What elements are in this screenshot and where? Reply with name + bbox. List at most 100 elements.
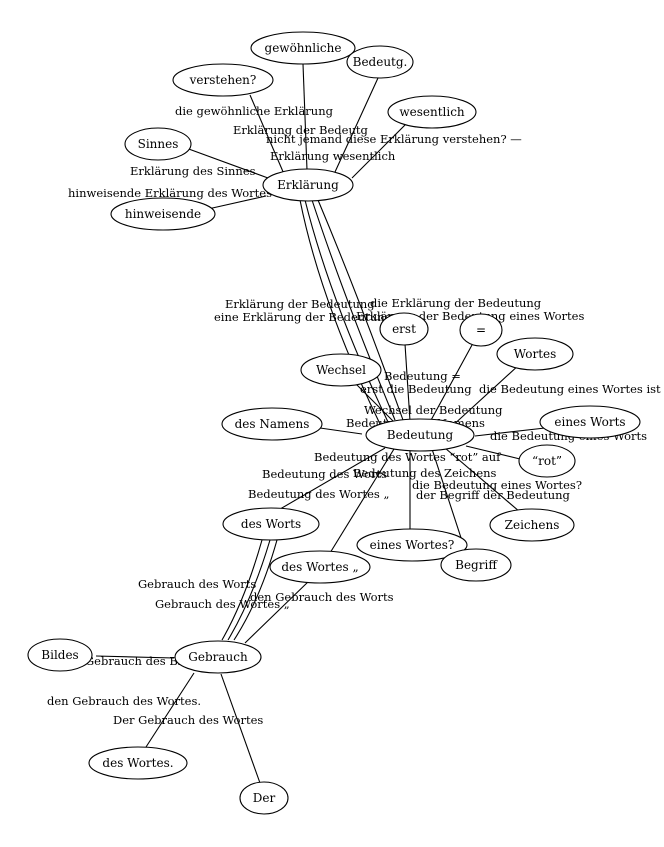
svg-text:Sinnes: Sinnes	[138, 137, 179, 151]
edge-gleich-bedeutung	[429, 344, 473, 423]
edge-sinnes-erklaerung	[185, 147, 269, 179]
svg-text:Wortes: Wortes	[514, 347, 557, 361]
node-bedeutg: Bedeutg.	[346, 45, 414, 79]
node-sinnes: Sinnes	[124, 127, 192, 161]
svg-text:des Namens: des Namens	[235, 417, 310, 431]
node-wortes: Wortes	[496, 337, 574, 371]
node-des-worts: des Worts	[222, 507, 320, 541]
edge-bildes-gebrauch	[95, 655, 175, 659]
node-bildes: Bildes	[27, 638, 93, 672]
svg-text:hinweisende: hinweisende	[125, 207, 201, 221]
edge-label: Bedeutung des Wortes „	[248, 487, 389, 501]
nodes: gewöhnliche Bedeutg. verstehen? wesentli…	[27, 31, 641, 815]
node-hinweisende: hinweisende	[110, 197, 216, 231]
edge-labels: die gewöhnliche Erklärung Erklärung der …	[47, 104, 661, 727]
edge-wesentlich-erklaerung	[351, 124, 406, 179]
svg-text:Der: Der	[253, 791, 276, 805]
node-erklaerung: Erklärung	[262, 168, 354, 202]
svg-text:eines Wortes?: eines Wortes?	[370, 538, 455, 552]
svg-text:Begriff: Begriff	[455, 558, 498, 572]
edge-label: Gebrauch des Worts	[138, 577, 256, 591]
edge-erklaerung-bedeutung-2	[304, 199, 389, 423]
edge-erst-bedeutung	[404, 343, 411, 422]
edge-des-wortes-p-gebrauch	[145, 672, 195, 748]
node-gleich: =	[459, 313, 503, 347]
edge-des-wortes-q-gebrauch	[244, 579, 311, 644]
edge-label: Erklärung der Bedeutg	[233, 123, 368, 137]
node-begriff: Begriff	[440, 548, 512, 582]
node-gebrauch: Gebrauch	[174, 640, 262, 674]
edge-begriff-bedeutung	[431, 448, 466, 551]
edge-des-worts-gebrauch-3	[233, 539, 278, 641]
edge-des-worts-bedeutung	[274, 447, 386, 513]
node-des-wortes-p: des Wortes.	[88, 746, 188, 780]
edge-label: die Bedeutung eines Wortes ist	[479, 382, 661, 396]
svg-text:Gebrauch: Gebrauch	[188, 650, 248, 664]
svg-text:Bedeutung: Bedeutung	[387, 428, 454, 442]
svg-text:Bedeutg.: Bedeutg.	[353, 55, 408, 69]
svg-text:des Worts: des Worts	[241, 517, 301, 531]
edge-des-worts-gebrauch-2	[227, 539, 271, 641]
edge-label: eine Erklärung der Bedeutung	[214, 310, 393, 324]
svg-text:des Wortes.: des Wortes.	[102, 756, 173, 770]
edge-label: die Erklärung der Bedeutung	[370, 296, 542, 310]
svg-text:eines Worts: eines Worts	[554, 415, 625, 429]
edge-erklaerung-bedeutung-4	[317, 199, 404, 421]
svg-text:wesentlich: wesentlich	[399, 105, 465, 119]
node-wesentlich: wesentlich	[387, 95, 477, 129]
node-verstehen: verstehen?	[172, 63, 274, 97]
node-eines-worts: eines Worts	[539, 405, 641, 439]
svg-text:“rot”: “rot”	[532, 454, 562, 468]
svg-text:des Wortes „: des Wortes „	[281, 560, 358, 574]
edge-wechsel-bedeutung	[354, 382, 397, 425]
edge-des-worts-gebrauch-1	[221, 539, 263, 641]
svg-text:Zeichens: Zeichens	[505, 518, 560, 532]
edge-label: Erklärung der Bedeutung	[225, 297, 375, 311]
edge-wortes-bedeutung	[449, 363, 521, 429]
node-wechsel: Wechsel	[300, 353, 382, 387]
edges	[95, 63, 546, 784]
node-des-wortes-q: des Wortes „	[269, 550, 371, 584]
edge-bedeutg-erklaerung	[334, 77, 379, 173]
edge-label: Der Gebrauch des Wortes	[113, 713, 263, 727]
edge-des-wortes-q-bedeutung	[329, 448, 395, 554]
edge-erklaerung-bedeutung-3	[311, 199, 396, 421]
edge-label: Gebrauch des Wortes „	[155, 597, 290, 611]
node-erst: erst	[379, 312, 429, 346]
svg-text:verstehen?: verstehen?	[189, 73, 257, 87]
edge-label: Bedeutung =	[384, 369, 461, 383]
svg-text:Wechsel: Wechsel	[316, 363, 366, 377]
edge-label: Erklärung wesentlich	[270, 149, 396, 163]
edge-label: die Bedeutung eines Wortes?	[412, 478, 582, 492]
edge-label: Wechsel der Bedeutung	[364, 403, 503, 417]
edge-label: Bedeutung des Zeichens	[353, 466, 497, 480]
edge-hinweisende-erklaerung	[207, 195, 267, 210]
svg-text:gewöhnliche: gewöhnliche	[265, 41, 342, 55]
edge-label: Bedeutung des Wortes “rot” auf	[314, 450, 501, 464]
node-eines-wortes-q: eines Wortes?	[356, 528, 468, 562]
svg-text:Erklärung: Erklärung	[277, 178, 339, 192]
svg-text:erst: erst	[392, 322, 416, 336]
edge-label: erst die Bedeutung	[360, 382, 472, 396]
svg-text:Bildes: Bildes	[41, 648, 78, 662]
edge-des-namens-bedeutung	[319, 427, 363, 435]
edge-label: nicht jemand diese Erklärung verstehen? …	[266, 132, 522, 146]
edge-rot-bedeutung	[465, 445, 521, 460]
node-gewoehnliche: gewöhnliche	[250, 31, 356, 65]
edge-label: der Begriff der Bedeutung	[416, 488, 571, 502]
edge-label: die gewöhnliche Erklärung	[175, 104, 334, 118]
node-des-namens: des Namens	[221, 407, 323, 441]
edge-label: Erklärung des Sinnes	[130, 164, 256, 178]
edge-label: hinweisende Erklärung des Wortes	[68, 186, 272, 200]
edge-label: den Gebrauch des Wortes.	[47, 694, 201, 708]
node-rot: “rot”	[518, 444, 576, 478]
svg-text:=: =	[476, 323, 486, 337]
edge-zeichens-bedeutung	[444, 447, 521, 513]
node-der: Der	[239, 781, 289, 815]
edge-label: Bedeutung des Worts	[262, 467, 387, 481]
node-zeichens: Zeichens	[489, 508, 575, 542]
edge-der-gebrauch	[220, 673, 261, 784]
edge-eines-worts-bedeutung	[474, 427, 546, 437]
edge-verstehen-erklaerung	[249, 94, 285, 175]
